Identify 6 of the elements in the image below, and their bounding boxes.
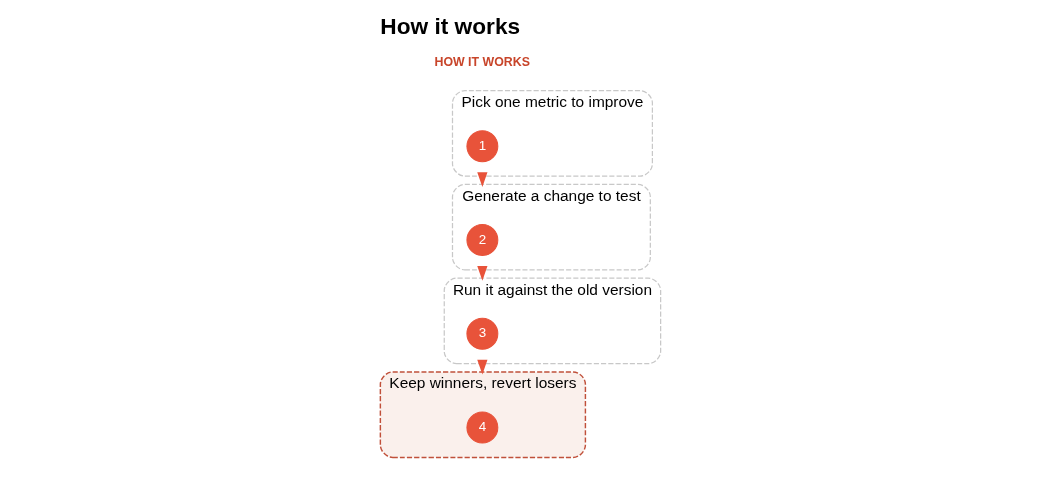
node-circle: 1: [465, 130, 498, 163]
diagram-title: How it works: [379, 12, 520, 39]
node-circle: 4: [465, 411, 498, 444]
label: HOW IT WORKS: [433, 54, 530, 69]
node-circle: 3: [465, 317, 498, 350]
node-circle: 2: [465, 224, 498, 256]
